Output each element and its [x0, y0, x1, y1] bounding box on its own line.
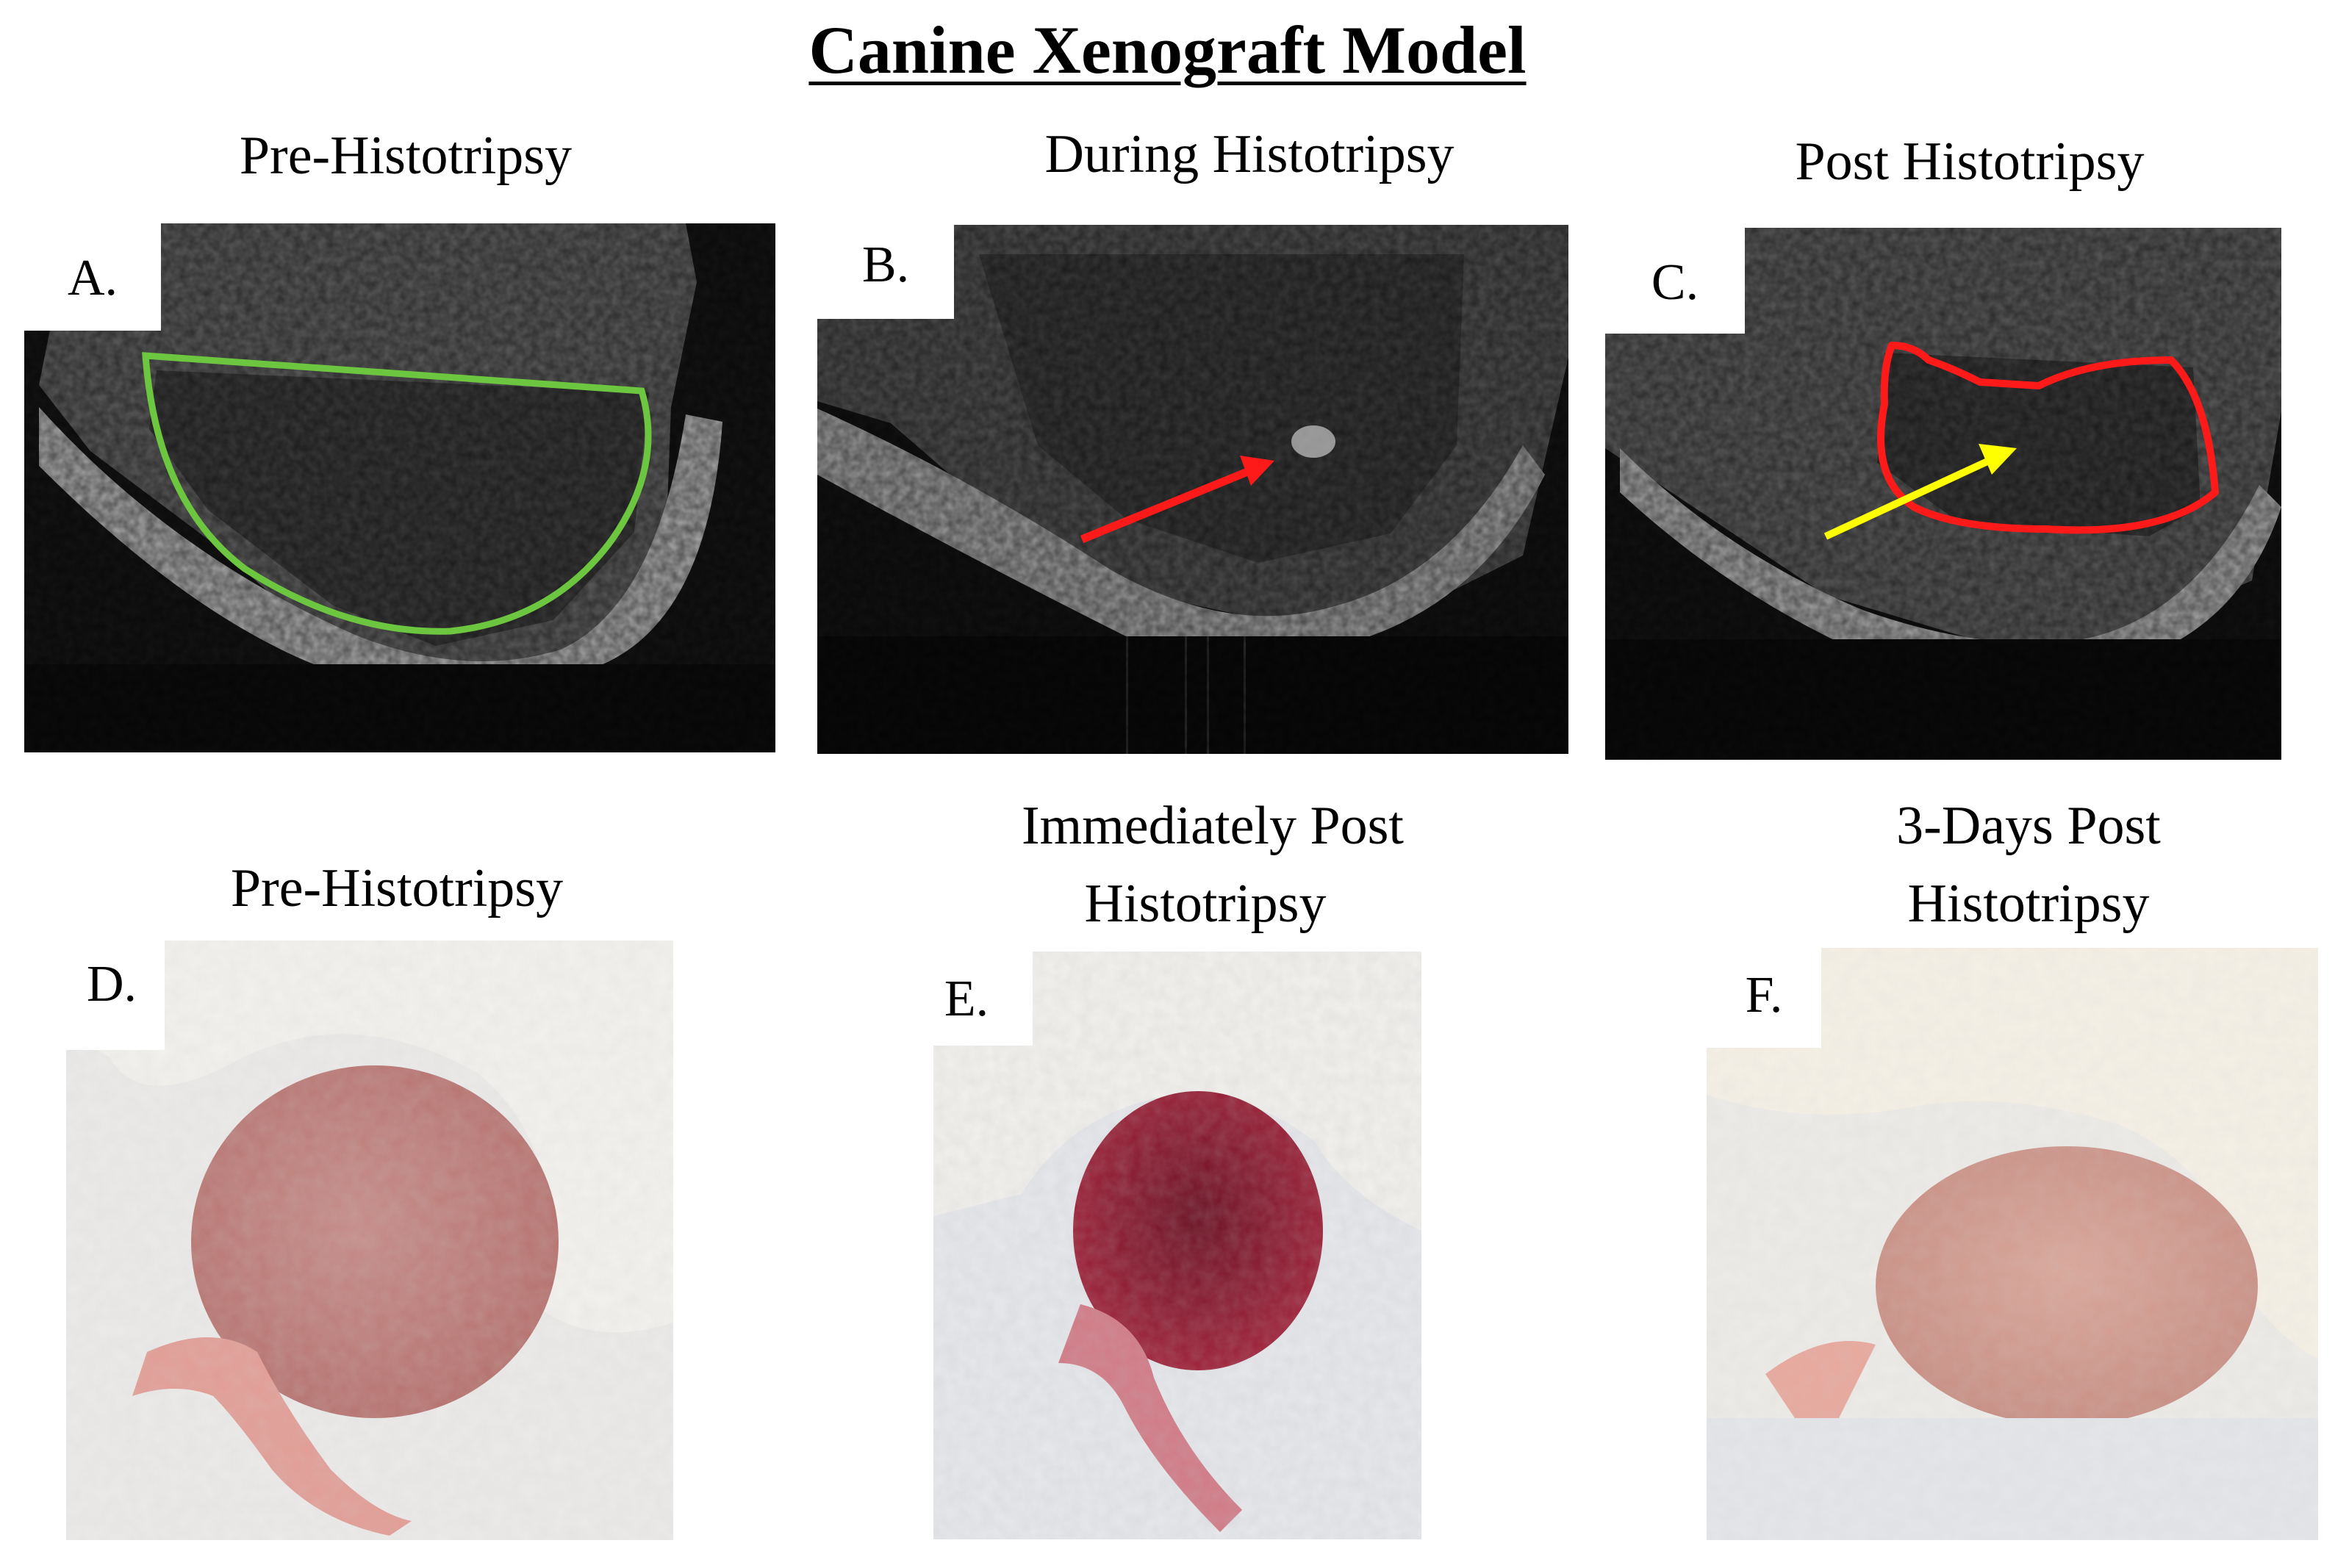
ultrasound-panel-a: A.	[24, 223, 775, 752]
ultrasound-panel-b: B.	[817, 225, 1568, 754]
tumor-outline-green	[142, 352, 652, 635]
arrow-red	[1080, 456, 1274, 544]
ultrasound-image-c	[1605, 228, 2281, 760]
caption-f-line1: 3-Days Post	[1896, 796, 2161, 856]
panel-label-c: C.	[1605, 228, 1745, 334]
panel-label-a: A.	[24, 223, 161, 331]
photo-panel-f: F.	[1707, 948, 2318, 1540]
caption-f-line2: Histotripsy	[1907, 874, 2150, 934]
arrow-yellow	[1823, 444, 2017, 540]
panel-label-b: B.	[817, 225, 954, 319]
panel-label-e: E.	[933, 952, 1033, 1046]
cavitation-bubble	[1291, 425, 1335, 458]
ultrasound-image-b	[817, 225, 1568, 754]
caption-a: Pre-Histotripsy	[239, 126, 573, 186]
caption-d: Pre-Histotripsy	[230, 858, 564, 918]
photo-panel-e: E.	[933, 952, 1421, 1539]
figure-title: Canine Xenograft Model	[808, 12, 1527, 87]
ultrasound-image-a	[24, 223, 775, 752]
caption-b: During Histotripsy	[1044, 124, 1455, 184]
caption-e-line1: Immediately Post	[1022, 796, 1404, 856]
panel-label-d: D.	[66, 941, 165, 1050]
panel-label-f: F.	[1707, 948, 1821, 1048]
mouse-photo-e	[933, 952, 1421, 1539]
caption-c: Post Histotripsy	[1795, 132, 2145, 192]
mouse-photo-d	[66, 941, 673, 1540]
ultrasound-panel-c: C.	[1605, 228, 2281, 760]
caption-e-line2: Histotripsy	[1084, 874, 1327, 934]
tumor-outline-red	[1877, 342, 2219, 534]
photo-panel-d: D.	[66, 941, 673, 1540]
